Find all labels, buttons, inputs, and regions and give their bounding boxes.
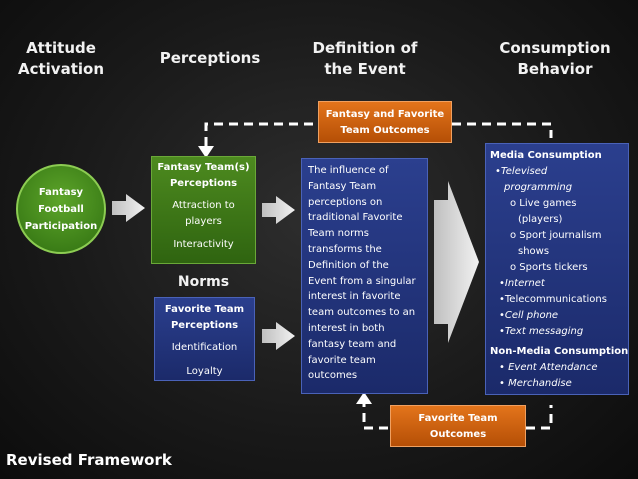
- norms-label: Norms: [177, 274, 230, 290]
- consumption-box: Media Consumption •Televised programming…: [485, 143, 629, 395]
- arrow-fantasy-to-definition: [262, 196, 295, 224]
- media-item: •Televised: [495, 166, 548, 177]
- arrow-favorite-to-definition: [262, 322, 295, 350]
- header-definition: Definition of the Event: [300, 38, 430, 80]
- favorite-team-title-line1: Favorite Team: [164, 304, 245, 315]
- arrow-definition-to-consumption: [434, 181, 479, 343]
- participation-line2: Football: [38, 203, 84, 215]
- definition-line: Fantasy Team: [308, 180, 377, 192]
- dashed-feedback-top: [204, 122, 553, 146]
- favorite-item-loyalty: Loyalty: [186, 366, 223, 377]
- definition-line: outcomes: [308, 370, 358, 382]
- media-item: •Text messaging: [499, 326, 584, 337]
- media-item: •Cell phone: [499, 310, 559, 321]
- definition-line: Definition of the: [308, 259, 389, 271]
- participation-line1: Fantasy: [38, 186, 84, 198]
- media-subitem: (players): [518, 214, 563, 225]
- fantasy-football-participation: Fantasy Football Participation: [16, 164, 106, 254]
- header-attitude-line1: Attitude: [26, 39, 96, 57]
- header-perceptions: Perceptions: [159, 49, 261, 67]
- nonmedia-item: • Merchandise: [499, 378, 572, 389]
- definition-line: favorite team: [308, 354, 376, 366]
- media-subitem: o Sport journalism: [510, 230, 602, 241]
- header-definition-line1: Definition of: [312, 39, 418, 57]
- dashed-top-arrowhead: [198, 146, 214, 158]
- participation-line3: Participation: [24, 220, 98, 232]
- definition-event-box: The influence of Fantasy Team perception…: [301, 158, 428, 394]
- arrow-participation-to-perceptions: [112, 194, 145, 222]
- favorite-team-perceptions-box: Favorite Team Perceptions Identification…: [154, 297, 255, 381]
- media-consumption-title: Media Consumption: [490, 150, 602, 161]
- definition-line: perceptions on: [308, 196, 383, 208]
- fantasy-favorite-outcomes-box: Fantasy and Favorite Team Outcomes: [318, 101, 452, 143]
- definition-line: transforms the: [308, 243, 382, 255]
- favorite-team-outcomes-box: Favorite Team Outcomes: [390, 405, 526, 447]
- media-subitem: o Live games: [510, 198, 577, 209]
- definition-line: traditional Favorite: [308, 212, 403, 224]
- header-consumption-line1: Consumption: [499, 39, 611, 57]
- header-consumption: Consumption Behavior: [490, 38, 620, 80]
- fantasy-item-interactivity: Interactivity: [173, 239, 234, 250]
- header-consumption-line2: Behavior: [517, 60, 593, 78]
- header-attitude-activation: Attitude Activation: [6, 38, 116, 80]
- media-subitem: shows: [518, 246, 550, 257]
- definition-text: The influence of Fantasy Team perception…: [308, 163, 421, 384]
- media-subitem: o Sports tickers: [510, 262, 588, 273]
- definition-line: interest in both: [308, 322, 385, 334]
- favorite-item-identification: Identification: [171, 342, 238, 353]
- nonmedia-consumption-title: Non-Media Consumption: [490, 346, 629, 357]
- media-item: •Telecommunications: [499, 294, 607, 305]
- fantasy-team-title-line2: Perceptions: [169, 178, 238, 189]
- dashed-bottom-arrowhead: [356, 392, 372, 404]
- definition-line: Team norms: [308, 228, 369, 240]
- definition-line: team outcomes to an: [308, 307, 416, 319]
- footer-title: Revised Framework: [6, 451, 172, 469]
- header-attitude-line2: Activation: [17, 60, 104, 78]
- definition-line: The influence of: [308, 165, 389, 176]
- bottom-orange-line2: Outcomes: [429, 429, 487, 440]
- bottom-orange-line1: Favorite Team: [418, 413, 498, 424]
- top-orange-line2: Team Outcomes: [340, 125, 430, 136]
- fantasy-team-title-line1: Fantasy Team(s): [157, 162, 250, 173]
- media-item: programming: [504, 182, 573, 193]
- fantasy-item-attraction-line1: Attraction to: [172, 200, 235, 211]
- header-definition-line2: the Event: [324, 60, 406, 78]
- favorite-team-title-line2: Perceptions: [170, 320, 239, 331]
- media-item: •Internet: [499, 278, 545, 289]
- definition-line: fantasy team and: [308, 338, 397, 350]
- fantasy-item-attraction-line2: players: [185, 216, 222, 227]
- definition-line: interest in favorite: [308, 291, 401, 303]
- dashed-feedback-bottom: [362, 398, 553, 430]
- fantasy-team-perceptions-box: Fantasy Team(s) Perceptions Attraction t…: [151, 156, 256, 264]
- definition-line: Event from a singular: [308, 275, 416, 287]
- nonmedia-item: • Event Attendance: [499, 362, 598, 373]
- top-orange-line1: Fantasy and Favorite: [325, 109, 445, 120]
